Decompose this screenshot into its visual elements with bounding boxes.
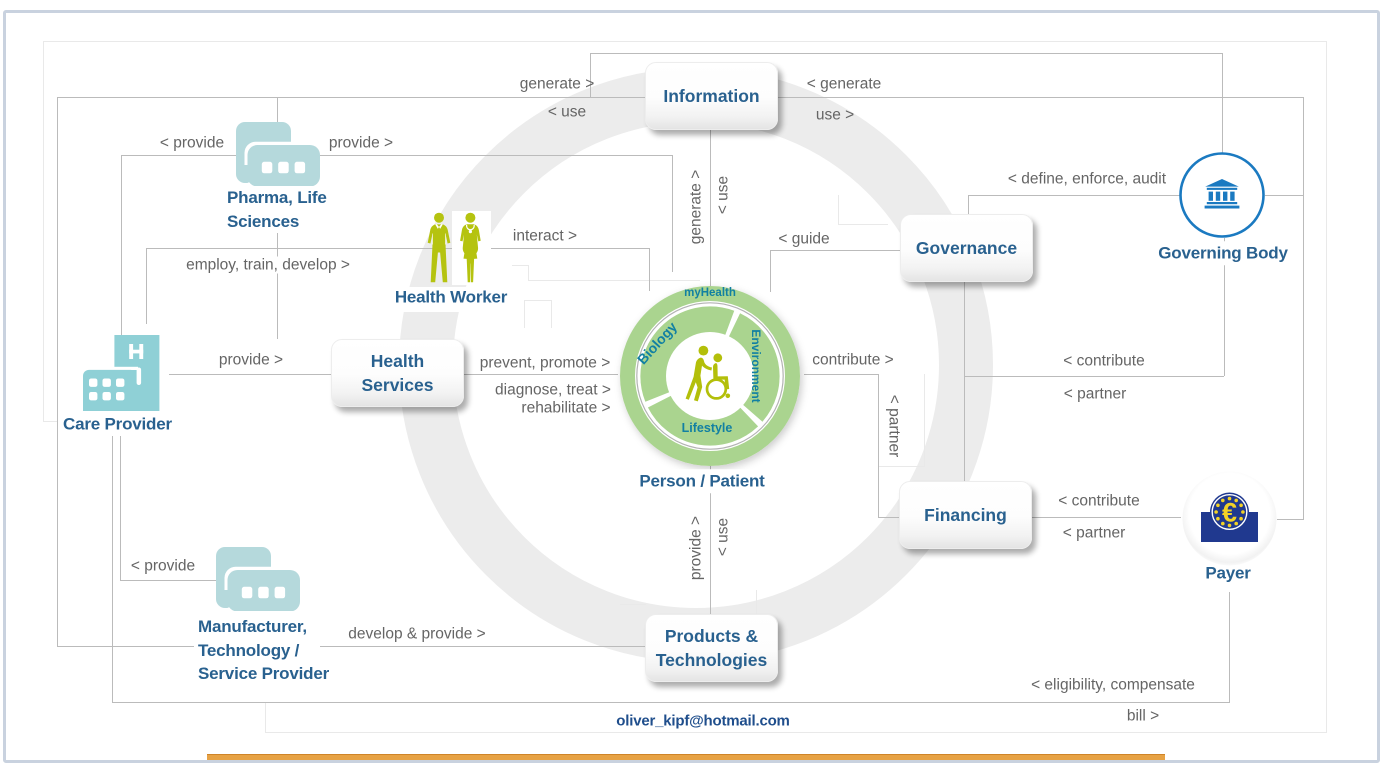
svg-text:€: € [1222, 498, 1237, 528]
